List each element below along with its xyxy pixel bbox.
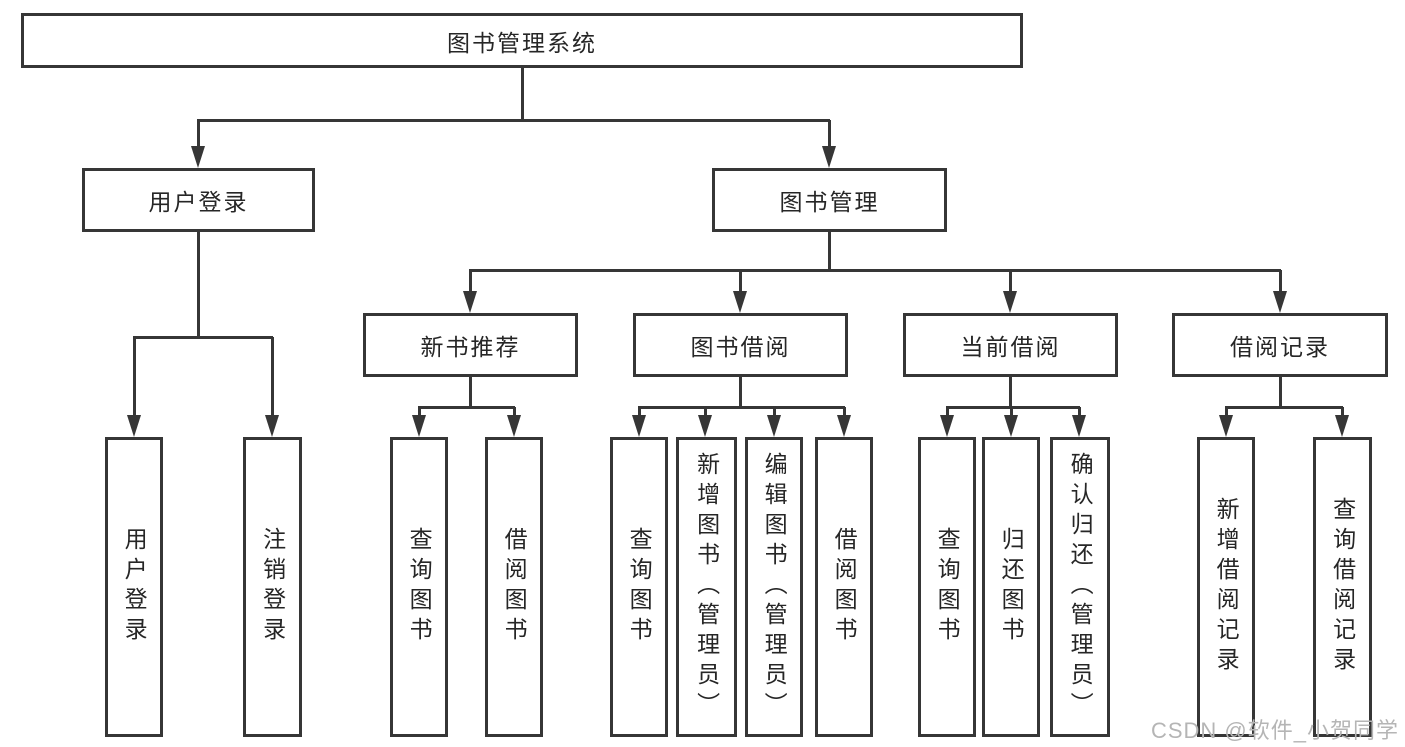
connector-arrow-stem <box>1341 407 1344 419</box>
connector-vline <box>1009 377 1012 408</box>
node-user-login-label: 用户登录 <box>148 189 249 215</box>
arrow-down-icon <box>1004 415 1018 437</box>
node-current-borrow-label: 当前借阅 <box>960 334 1061 360</box>
node-current-borrow: 当前借阅 <box>903 313 1118 377</box>
connector-arrow-stem <box>197 120 200 150</box>
leaf-current-return: 归还图书 <box>982 437 1040 737</box>
connector-arrow-stem <box>946 407 949 419</box>
connector-arrow-stem <box>828 120 831 150</box>
node-book-management: 图书管理 <box>712 168 947 232</box>
leaf-logout-label: 注销登录 <box>259 527 286 647</box>
connector-vline <box>469 377 472 408</box>
connector-arrow-stem <box>739 270 742 295</box>
connector-hline <box>133 336 273 339</box>
leaf-current-query-label: 查询图书 <box>934 527 961 647</box>
leaf-user-login: 用户登录 <box>105 437 163 737</box>
leaf-borrow-borrow: 借阅图书 <box>815 437 873 737</box>
connector-hline <box>946 406 1080 409</box>
connector-arrow-stem <box>271 337 274 419</box>
arrow-down-icon <box>1072 415 1086 437</box>
connector-arrow-stem <box>638 407 641 419</box>
connector-hline <box>1225 406 1343 409</box>
leaf-current-query: 查询图书 <box>918 437 976 737</box>
arrow-down-icon <box>412 415 426 437</box>
node-book-borrow: 图书借阅 <box>633 313 848 377</box>
node-library-system-label: 图书管理系统 <box>447 29 597 56</box>
leaf-borrow-edit-admin: 编辑图书（管理员） <box>745 437 803 737</box>
leaf-newbook-borrow-label: 借阅图书 <box>501 527 528 647</box>
leaf-records-add: 新增借阅记录 <box>1197 437 1255 737</box>
arrow-down-icon <box>1003 291 1017 313</box>
connector-vline <box>197 232 200 338</box>
leaf-borrow-borrow-label: 借阅图书 <box>831 527 858 647</box>
leaf-borrow-query: 查询图书 <box>610 437 668 737</box>
arrow-down-icon <box>191 146 205 168</box>
arrow-down-icon <box>127 415 141 437</box>
connector-arrow-stem <box>773 407 776 419</box>
arrow-down-icon <box>632 415 646 437</box>
node-borrow-records-label: 借阅记录 <box>1230 334 1330 360</box>
leaf-records-query: 查询借阅记录 <box>1313 437 1372 737</box>
connector-vline <box>1279 377 1282 408</box>
connector-vline <box>828 232 831 271</box>
leaf-current-confirm-admin: 确认归还（管理员） <box>1050 437 1110 737</box>
arrow-down-icon <box>463 291 477 313</box>
connector-arrow-stem <box>843 407 846 419</box>
node-library-system: 图书管理系统 <box>21 13 1023 68</box>
connector-hline <box>469 269 1281 272</box>
leaf-borrow-add-admin: 新增图书（管理员） <box>676 437 737 737</box>
leaf-records-add-label: 新增借阅记录 <box>1213 497 1240 677</box>
leaf-borrow-add-admin-label: 新增图书（管理员） <box>693 452 720 722</box>
node-new-book-recommend: 新书推荐 <box>363 313 578 377</box>
connector-vline <box>739 377 742 408</box>
leaf-logout: 注销登录 <box>243 437 302 737</box>
connector-arrow-stem <box>1279 270 1282 295</box>
node-new-book-recommend-label: 新书推荐 <box>420 334 521 360</box>
connector-arrow-stem <box>1225 407 1228 419</box>
arrow-down-icon <box>698 415 712 437</box>
arrow-down-icon <box>265 415 279 437</box>
arrow-down-icon <box>822 146 836 168</box>
connector-arrow-stem <box>418 407 421 419</box>
connector-arrow-stem <box>1010 407 1013 419</box>
leaf-newbook-query-label: 查询图书 <box>406 527 433 647</box>
node-book-management-label: 图书管理 <box>779 189 880 215</box>
connector-arrow-stem <box>133 337 136 419</box>
leaf-newbook-borrow: 借阅图书 <box>485 437 543 737</box>
leaf-newbook-query: 查询图书 <box>390 437 448 737</box>
arrow-down-icon <box>767 415 781 437</box>
connector-arrow-stem <box>704 407 707 419</box>
arrow-down-icon <box>940 415 954 437</box>
leaf-records-query-label: 查询借阅记录 <box>1329 497 1356 677</box>
connector-hline <box>197 119 830 122</box>
connector-vline <box>521 68 524 121</box>
connector-hline <box>638 406 845 409</box>
connector-arrow-stem <box>1009 270 1012 295</box>
arrow-down-icon <box>733 291 747 313</box>
leaf-borrow-query-label: 查询图书 <box>626 527 653 647</box>
leaf-current-return-label: 归还图书 <box>998 527 1025 647</box>
arrow-down-icon <box>1219 415 1233 437</box>
connector-arrow-stem <box>513 407 516 419</box>
leaf-borrow-edit-admin-label: 编辑图书（管理员） <box>761 452 788 722</box>
arrow-down-icon <box>1273 291 1287 313</box>
arrow-down-icon <box>837 415 851 437</box>
connector-arrow-stem <box>469 270 472 295</box>
arrow-down-icon <box>1335 415 1349 437</box>
connector-hline <box>418 406 515 409</box>
connector-arrow-stem <box>1078 407 1081 419</box>
node-borrow-records: 借阅记录 <box>1172 313 1388 377</box>
leaf-current-confirm-admin-label: 确认归还（管理员） <box>1067 452 1094 722</box>
leaf-user-login-label: 用户登录 <box>121 527 148 647</box>
watermark: CSDN @软件_小贺同学 <box>1150 718 1399 743</box>
arrow-down-icon <box>507 415 521 437</box>
node-book-borrow-label: 图书借阅 <box>690 334 791 360</box>
node-user-login: 用户登录 <box>82 168 315 232</box>
